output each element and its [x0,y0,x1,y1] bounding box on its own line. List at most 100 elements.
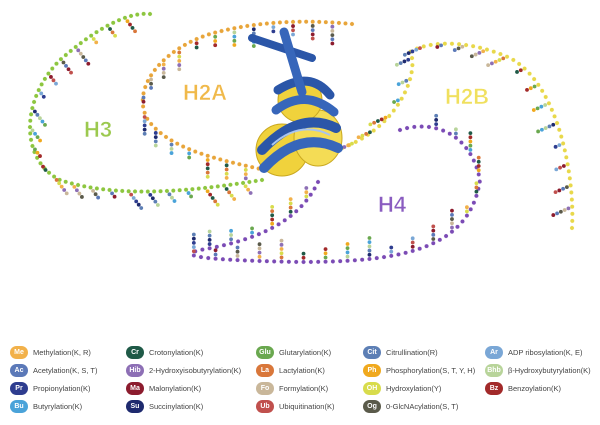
modification-mark [392,100,396,104]
modification-mark [304,194,309,199]
modification-mark [360,133,365,138]
modification-mark [310,28,315,33]
h3-residue [83,36,89,42]
h2b-modification-stack [551,206,571,217]
modification-mark [40,119,45,124]
modification-mark [551,122,556,127]
h3-residue [39,81,45,87]
h2b-residue [409,69,415,75]
h4-residue [477,179,483,184]
h2a-residue [205,153,211,159]
h4-residue [242,258,248,263]
modification-mark [323,251,328,256]
modification-mark [279,242,284,247]
h4-residue [308,192,314,198]
modification-mark [224,167,229,172]
legend-label: Glutarylation(K) [279,347,332,357]
modification-mark [539,104,544,109]
h4-residue [198,254,204,260]
modification-mark [323,255,328,260]
legend-label: Formylation(K) [279,383,329,393]
h2b-modification-stack [342,141,354,149]
h4-residue [374,255,380,261]
modification-mark [389,249,394,254]
modification-mark [330,24,335,29]
h2b-modification-stack [525,84,537,92]
h2a-residue [264,21,270,26]
h2a-residue [188,39,194,45]
h2a-modification-stack [243,168,248,181]
h3-residue [31,99,37,105]
h2b-modification-stack [402,46,422,57]
h2b-residue [376,123,382,129]
modification-mark [291,24,295,28]
h4-residue [449,229,455,235]
modification-mark [153,199,158,204]
dna-wrap-2 [259,137,343,173]
modification-mark [291,32,295,37]
modification-mark [518,68,523,73]
h4-modification-stack [207,229,212,246]
modification-mark [130,26,135,30]
h2a-residue [148,72,154,78]
modification-mark [80,195,84,199]
modification-mark [257,250,262,255]
modification-mark [367,248,372,253]
modification-mark [453,131,458,136]
h2b-residue [391,108,397,113]
h2a-residue [217,157,223,162]
h4-residue [301,259,306,265]
modification-mark [61,60,66,65]
modification-mark [139,206,144,210]
modification-mark [257,242,262,247]
modification-mark [453,127,458,132]
modification-mark [186,191,191,195]
modification-mark [161,70,166,75]
h2a-residue [251,22,257,28]
modification-mark [474,189,479,194]
modification-mark [554,167,559,172]
h4-residue [426,124,432,130]
h3-modification-stack [32,109,47,127]
h4-modification-stack [229,228,233,242]
h2b-residue [463,42,469,48]
modification-mark [72,184,77,189]
h3-residue [27,131,33,136]
modification-mark [271,29,276,34]
modification-mark [243,168,248,172]
legend-label: 0-GlcNAcylation(S, T) [386,401,459,411]
modification-mark [350,141,354,146]
h4-residue [468,151,473,157]
modification-mark [291,28,295,33]
modification-mark [81,55,86,59]
modification-mark [301,255,306,260]
h3-residue [58,56,64,62]
modification-mark [389,245,394,250]
h4-residue [403,250,409,256]
h4-residue [282,217,288,223]
h4-modification-stack [345,242,350,259]
modification-mark [558,209,563,214]
modification-mark [246,187,251,192]
h4-modification-stack [301,251,306,260]
modification-mark [474,181,479,186]
h2b-residue [442,41,448,47]
modification-mark [330,33,335,37]
modification-mark [450,208,454,213]
h3-residue [240,180,246,186]
h2a-modification-stack [194,41,199,50]
h3-modification-stack [205,189,220,207]
modification-mark [406,51,411,56]
h4-residue [352,257,358,263]
h3-residue [105,23,110,29]
h2a-residue [244,23,250,29]
modification-mark [531,108,536,112]
legend-label: Propionylation(K) [33,383,91,393]
h3-residue [215,184,221,189]
h4-residue [199,247,205,252]
legend-badge: Fo [256,381,274,395]
modification-mark [232,38,237,43]
h3-residue [147,11,153,17]
